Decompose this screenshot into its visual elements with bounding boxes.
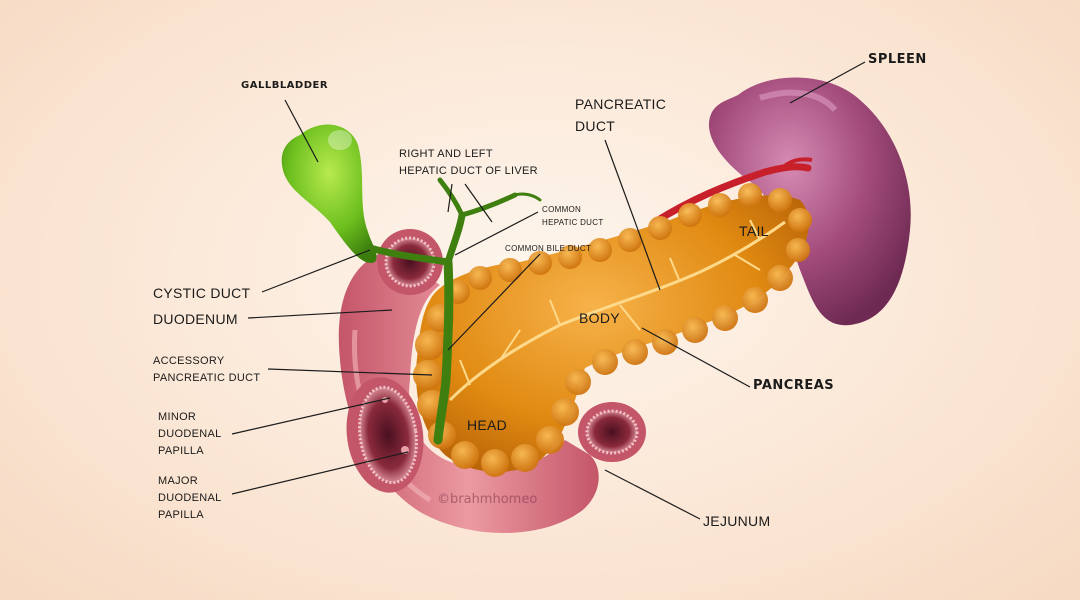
- spleen-shape: [708, 77, 911, 326]
- label-head: HEAD: [467, 417, 508, 433]
- jejunum-lumen: [578, 402, 646, 462]
- duodenum-upper-lumen: [377, 229, 443, 295]
- label-common-hepatic-duct: COMMON HEPATIC DUCT: [542, 205, 604, 227]
- bile-ducts: [366, 177, 542, 445]
- label-gallbladder: GALLBLADDER: [241, 80, 329, 91]
- label-accessory-pancreatic-duct: ACCESSORY PANCREATIC DUCT: [153, 355, 261, 384]
- pancreas-shape: [413, 183, 812, 477]
- duodenum-descending-lumen: [346, 377, 424, 493]
- watermark: ©brahmhomeo: [437, 492, 538, 507]
- label-tail: TAIL: [739, 223, 769, 239]
- pancreatic-duct: [448, 220, 786, 402]
- label-common-bile-duct: COMMON BILE DUCT: [505, 244, 592, 253]
- label-major-duodenal-papilla: MAJOR DUODENAL PAPILLA: [158, 475, 222, 521]
- leader-lines: [231, 61, 866, 520]
- label-pancreatic-duct: PANCREATIC DUCT: [575, 96, 667, 134]
- label-cystic-duct: CYSTIC DUCT: [153, 285, 251, 301]
- label-hepatic-duct: RIGHT AND LEFT HEPATIC DUCT OF LIVER: [399, 148, 538, 177]
- label-duodenum: DUODENUM: [153, 311, 238, 327]
- label-body: BODY: [579, 310, 620, 326]
- gallbladder-shape: [281, 124, 377, 263]
- label-minor-duodenal-papilla: MINOR DUODENAL PAPILLA: [158, 411, 222, 457]
- label-jejunum: JEJUNUM: [703, 513, 771, 529]
- label-spleen: SPLEEN: [868, 52, 927, 67]
- pancreas-lobules: [413, 183, 812, 477]
- label-pancreas: PANCREAS: [753, 378, 835, 393]
